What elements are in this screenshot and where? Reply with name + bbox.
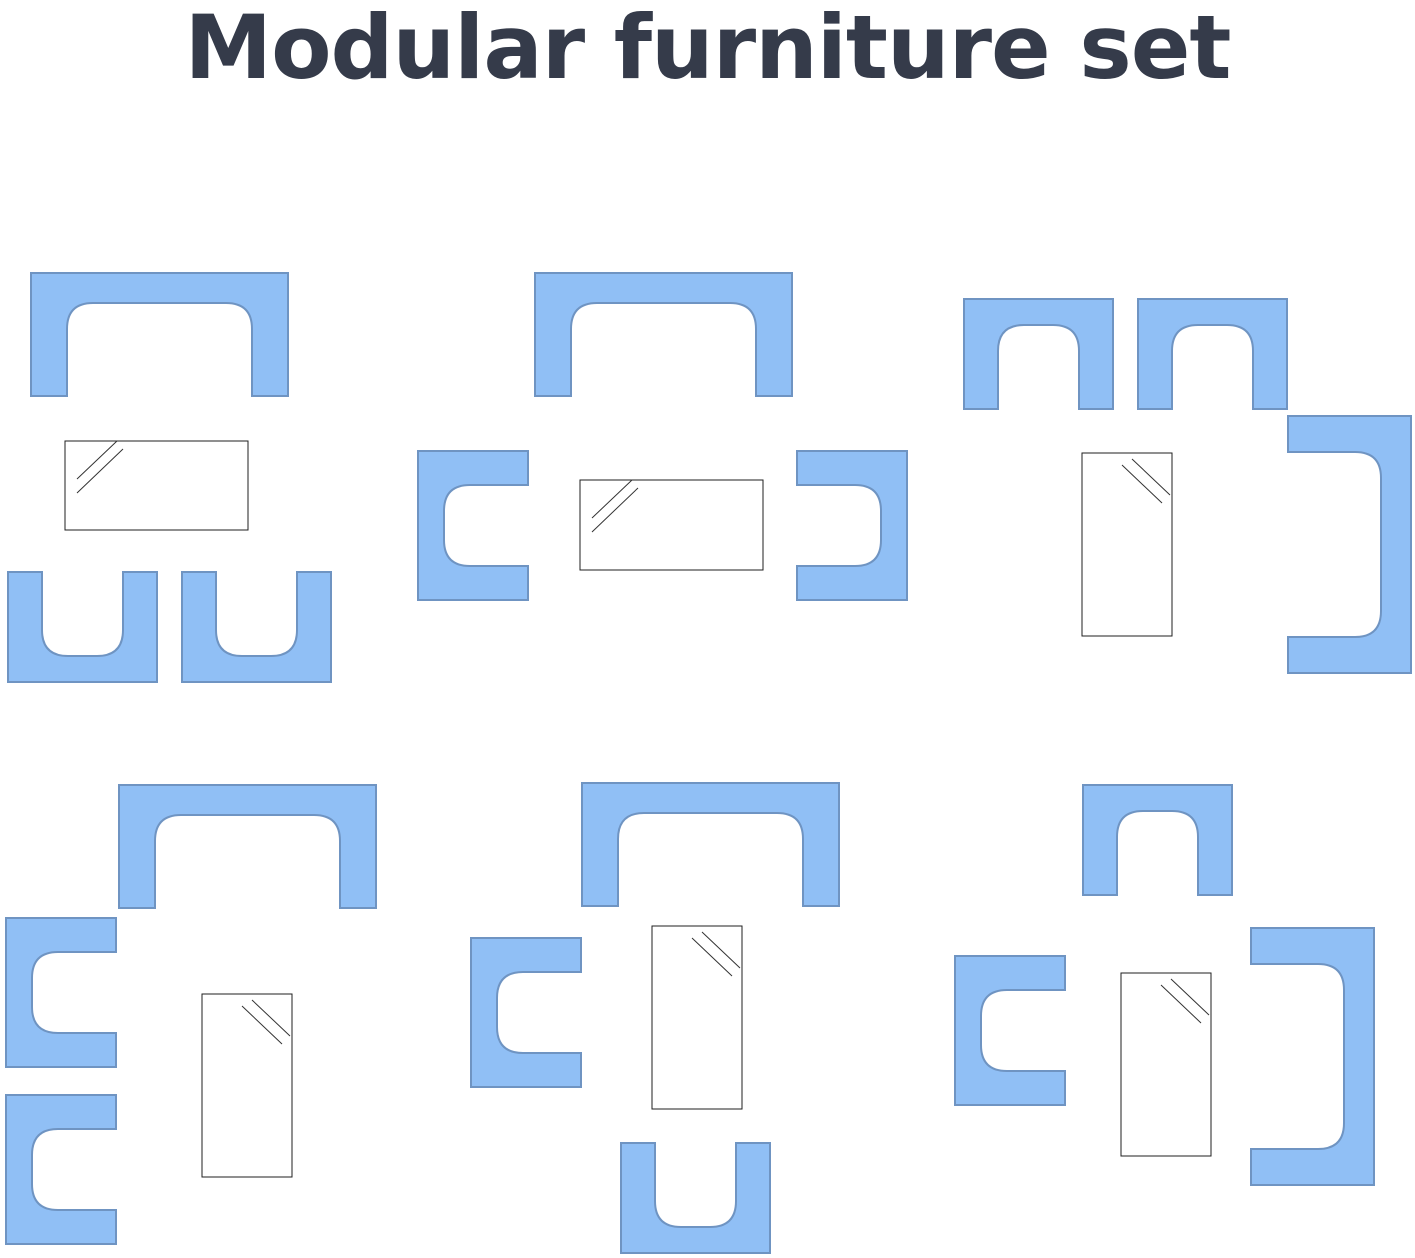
armchair-left-shape [954, 955, 1066, 1106]
layout-3 [963, 298, 1412, 674]
coffee-table [1081, 452, 1173, 637]
layout-2 [417, 272, 908, 601]
coffee-table-glare-line [701, 931, 741, 969]
armchair-right-shape [1137, 298, 1288, 410]
coffee-table-top [201, 993, 293, 1178]
coffee-table-top [1120, 972, 1212, 1157]
armchair-left [954, 955, 1066, 1106]
coffee-table-glare-line [691, 937, 733, 977]
coffee-table-glare-line [1170, 978, 1210, 1016]
armchair-right [796, 450, 908, 601]
coffee-table-glare-line [1121, 464, 1163, 504]
coffee-table-glare-line [1160, 984, 1202, 1024]
sofa [1250, 927, 1375, 1186]
armchair-top-shape [5, 917, 117, 1068]
armchair-top-shape [1082, 784, 1233, 896]
coffee-table [64, 440, 249, 531]
sofa [534, 272, 793, 397]
sofa-shape [534, 272, 793, 397]
armchair-bottom [620, 1142, 771, 1254]
layout-1 [7, 272, 332, 683]
sofa-shape [581, 782, 840, 907]
sofa [118, 784, 377, 909]
page-title: Modular furniture set [184, 0, 1232, 99]
coffee-table-glare-line [591, 487, 639, 533]
coffee-table-glare-line [251, 999, 291, 1037]
armchair-left-shape [7, 571, 158, 683]
armchair-left [963, 298, 1114, 410]
sofa-shape [30, 272, 289, 397]
sofa [581, 782, 840, 907]
coffee-table-top [651, 925, 743, 1110]
armchair-top [5, 917, 117, 1068]
armchair-right [1137, 298, 1288, 410]
sofa-shape [1250, 927, 1375, 1186]
armchair-bottom-shape [5, 1094, 117, 1245]
armchair-top [1082, 784, 1233, 896]
armchair-left-shape [417, 450, 529, 601]
coffee-table-glare-line [241, 1005, 283, 1045]
armchair-left-shape [963, 298, 1114, 410]
armchair-bottom-shape [620, 1142, 771, 1254]
coffee-table [1120, 972, 1212, 1157]
coffee-table-glare-line [76, 440, 118, 480]
armchair-left [417, 450, 529, 601]
sofa [1287, 415, 1412, 674]
layout-4 [5, 784, 377, 1245]
armchair-bottom [5, 1094, 117, 1245]
sofa-shape [1287, 415, 1412, 674]
armchair-left-shape [470, 937, 582, 1088]
layout-5 [470, 782, 840, 1254]
coffee-table [651, 925, 743, 1110]
sofa [30, 272, 289, 397]
armchair-right [181, 571, 332, 683]
coffee-table-top [579, 479, 764, 571]
coffee-table [579, 479, 764, 571]
armchair-right-shape [181, 571, 332, 683]
sofa-shape [118, 784, 377, 909]
layout-6 [954, 784, 1375, 1186]
coffee-table-top [64, 440, 249, 531]
coffee-table [201, 993, 293, 1178]
armchair-left [470, 937, 582, 1088]
armchair-right-shape [796, 450, 908, 601]
coffee-table-glare-line [76, 448, 124, 494]
armchair-left [7, 571, 158, 683]
coffee-table-top [1081, 452, 1173, 637]
coffee-table-glare-line [1131, 458, 1171, 496]
coffee-table-glare-line [591, 479, 633, 519]
